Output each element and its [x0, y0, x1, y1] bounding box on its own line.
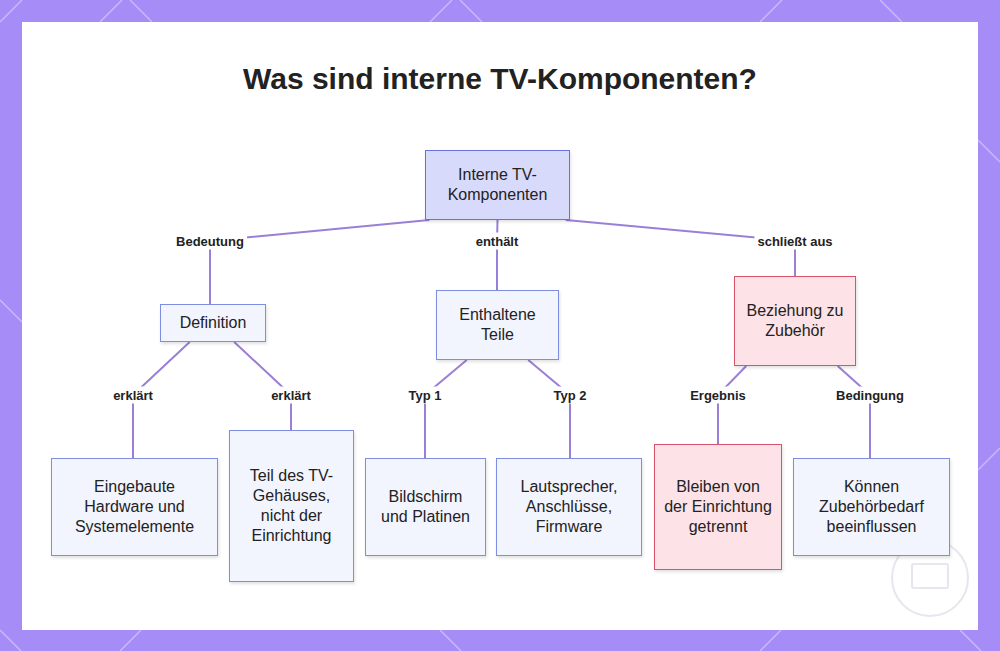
pattern-line	[0, 630, 981, 651]
box-text: Definition	[180, 313, 247, 333]
box-text: Interne TV-Komponenten	[434, 165, 561, 205]
connector-line	[528, 360, 570, 458]
connector-path	[496, 220, 499, 290]
concept-box: Definition	[160, 304, 266, 342]
edge-label: Ergebnis	[687, 387, 749, 404]
pattern-line	[0, 0, 902, 22]
connector-line	[497, 220, 499, 290]
edge-label: schließt aus	[754, 233, 835, 250]
box-text: Eingebaute Hardware und Systemelemente	[60, 477, 209, 537]
connector-path	[838, 366, 870, 458]
concept-box: Beziehung zu Zubehör	[734, 276, 856, 366]
edge-label: Typ 1	[406, 387, 445, 404]
connector-line	[425, 360, 467, 458]
edge-label: Bedingung	[833, 387, 907, 404]
concept-box: Bleiben von der Einrichtung getrennt	[654, 444, 782, 570]
edge-label: erklärt	[110, 387, 156, 404]
edge-label: Bedeutung	[173, 233, 247, 250]
concept-box: Enthaltene Teile	[436, 290, 559, 360]
connector-line	[718, 366, 746, 444]
white-panel	[22, 22, 978, 630]
watermark-tv	[912, 564, 948, 588]
concept-box: Lautsprecher, Anschlüsse, Firmware	[496, 458, 642, 556]
box-text: Lautsprecher, Anschlüsse, Firmware	[505, 477, 633, 537]
box-text: Bleiben von der Einrichtung getrennt	[663, 477, 773, 537]
box-text: Können Zubehörbedarf beeinflussen	[802, 477, 941, 537]
diagram-title: Was sind interne TV-Komponenten?	[0, 62, 1000, 96]
concept-box: Eingebaute Hardware und Systemelemente	[51, 458, 218, 556]
connector-path	[528, 360, 570, 458]
edge-label: enthält	[473, 233, 522, 250]
concept-box: Teil des TV-Gehäuses, nicht der Einricht…	[229, 430, 354, 582]
edge-label: Typ 2	[551, 387, 590, 404]
connector-line	[838, 366, 870, 458]
box-text: Beziehung zu Zubehör	[743, 301, 847, 341]
concept-box: Interne TV-Komponenten	[425, 150, 570, 220]
box-text: Bildschirm und Platinen	[374, 487, 477, 527]
connector-path	[425, 360, 467, 458]
connector-path	[718, 366, 746, 444]
box-text: Enthaltene Teile	[445, 305, 550, 345]
box-text: Teil des TV-Gehäuses, nicht der Einricht…	[238, 466, 345, 546]
edge-label: erklärt	[268, 387, 314, 404]
concept-box: Können Zubehörbedarf beeinflussen	[793, 458, 950, 556]
concept-box: Bildschirm und Platinen	[365, 458, 486, 556]
